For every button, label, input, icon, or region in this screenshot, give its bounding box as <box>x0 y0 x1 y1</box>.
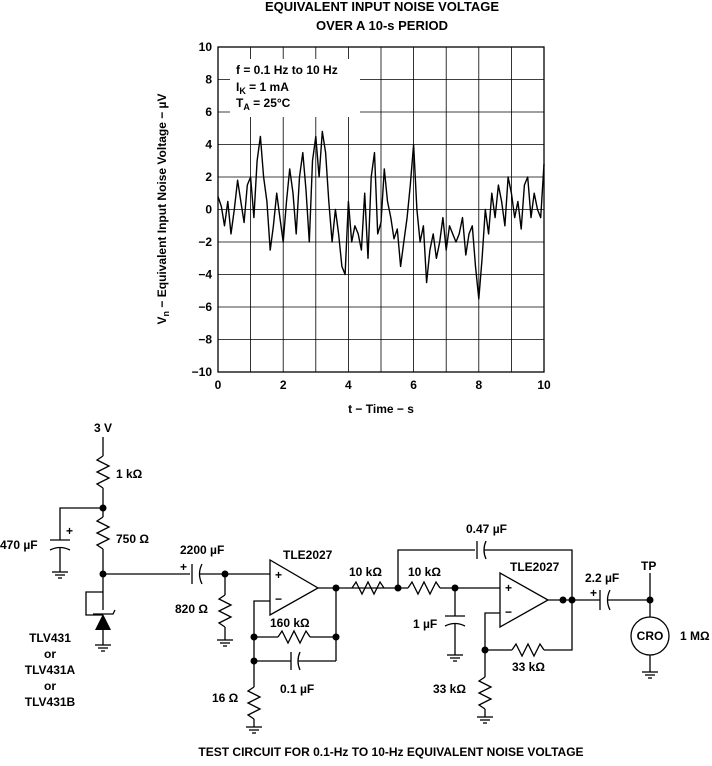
supply-voltage-label: 3 V <box>94 421 112 435</box>
opamp1-icon <box>269 558 320 617</box>
cro-impedance-label: 1 MΩ <box>680 629 710 643</box>
resistor-33k-feedback <box>511 642 545 658</box>
opamp2-icon <box>499 571 550 629</box>
opamp2-minus: − <box>505 605 512 619</box>
capacitor-2200u <box>191 563 270 585</box>
cro-label: CRO <box>637 629 664 643</box>
resistor-1k-label: 1 kΩ <box>116 467 143 481</box>
tlv431-or-2: or <box>44 679 56 693</box>
chart-grid <box>218 47 544 372</box>
test-point-label: TP <box>641 559 656 573</box>
resistor-820 <box>217 594 233 628</box>
x-axis-label: t − Time − s <box>348 402 414 416</box>
chart-annotations: f = 0.1 Hz to 10 Hz IK = 1 mA TA = 25°C <box>230 59 360 117</box>
y-tick-label: −10 <box>192 365 213 379</box>
capacitor-2200u-plus: + <box>180 560 187 574</box>
y-tick-label: 4 <box>205 138 212 152</box>
annotation-cathode-current: IK = 1 mA <box>236 80 289 96</box>
resistor-33k-ground-label: 33 kΩ <box>433 682 466 696</box>
opamp1-label: TLE2027 <box>283 548 333 562</box>
x-tick-label: 4 <box>345 378 352 392</box>
capacitor-2200u-label: 2200 µF <box>180 543 224 557</box>
noise-chart: EQUIVALENT INPUT NOISE VOLTAGE OVER A 10… <box>155 0 551 416</box>
resistor-10k-b-label: 10 kΩ <box>408 565 441 579</box>
resistor-10k-b <box>407 580 441 596</box>
capacitor-470u-label: 470 µF <box>0 538 38 552</box>
resistor-1k <box>95 455 111 489</box>
circuit-title: TEST CIRCUIT FOR 0.1-Hz TO 10-Hz EQUIVAL… <box>198 745 583 759</box>
y-tick-label: 6 <box>205 105 212 119</box>
annotation-temperature: TA = 25°C <box>236 96 291 112</box>
resistor-750 <box>95 516 111 550</box>
plot-frame <box>217 46 545 373</box>
chart-subtitle: OVER A 10-s PERIOD <box>316 18 448 33</box>
opamp1-plus: + <box>275 568 282 582</box>
resistor-33k-feedback-label: 33 kΩ <box>512 660 545 674</box>
test-circuit: 3 V 1 kΩ + 470 µF 750 Ω <box>0 421 710 759</box>
capacitor-470u-plus: + <box>66 524 73 538</box>
resistor-820-label: 820 Ω <box>175 602 208 616</box>
annotation-frequency: f = 0.1 Hz to 10 Hz <box>236 63 338 77</box>
resistor-160k <box>277 629 311 645</box>
y-tick-label: −2 <box>198 235 212 249</box>
capacitor-047u <box>476 540 573 602</box>
tlv431-reference-icon <box>85 591 116 652</box>
y-tick-labels: 10 8 6 4 2 0 −2 −4 −6 −8 −10 <box>192 40 213 379</box>
y-tick-label: 2 <box>205 170 212 184</box>
x-tick-label: 8 <box>475 378 482 392</box>
y-tick-label: 8 <box>205 73 212 87</box>
capacitor-22u <box>599 589 650 611</box>
tlv431b-label: TLV431B <box>25 695 76 709</box>
resistor-750-label: 750 Ω <box>116 532 149 546</box>
y-tick-label: −8 <box>198 333 212 347</box>
capacitor-470u <box>49 539 71 579</box>
capacitor-047u-label: 0.47 µF <box>466 522 507 536</box>
y-axis-label: Vn − Equivalent Input Noise Voltage − µV <box>155 94 171 325</box>
resistor-160k-label: 160 kΩ <box>270 616 310 630</box>
opamp2-plus: + <box>505 581 512 595</box>
capacitor-22u-plus: + <box>590 586 597 600</box>
x-tick-label: 0 <box>215 378 222 392</box>
resistor-16 <box>246 686 262 720</box>
x-tick-label: 10 <box>537 378 551 392</box>
x-tick-labels: 0 2 4 6 8 10 <box>215 378 551 392</box>
y-tick-label: −6 <box>198 300 212 314</box>
resistor-10k-a <box>351 580 385 596</box>
y-tick-label: 0 <box>205 203 212 217</box>
capacitor-1u-label: 1 µF <box>413 617 437 631</box>
chart-title: EQUIVALENT INPUT NOISE VOLTAGE <box>265 0 499 14</box>
resistor-10k-a-label: 10 kΩ <box>349 565 382 579</box>
y-tick-label: −4 <box>198 268 212 282</box>
opamp1-minus: − <box>275 592 282 606</box>
y-tick-label: 10 <box>199 40 213 54</box>
capacitor-1u <box>444 588 466 662</box>
opamp2-label: TLE2027 <box>510 560 560 574</box>
capacitor-01u <box>254 651 336 671</box>
x-tick-label: 6 <box>410 378 417 392</box>
x-tick-label: 2 <box>280 378 287 392</box>
capacitor-22u-label: 2.2 µF <box>585 571 619 585</box>
resistor-33k-ground <box>477 676 493 710</box>
noise-series-line <box>217 130 545 300</box>
tlv431-or-1: or <box>44 647 56 661</box>
tlv431-label: TLV431 <box>29 631 71 645</box>
resistor-16-label: 16 Ω <box>212 691 239 705</box>
capacitor-01u-label: 0.1 µF <box>280 682 314 696</box>
tlv431a-label: TLV431A <box>25 663 76 677</box>
